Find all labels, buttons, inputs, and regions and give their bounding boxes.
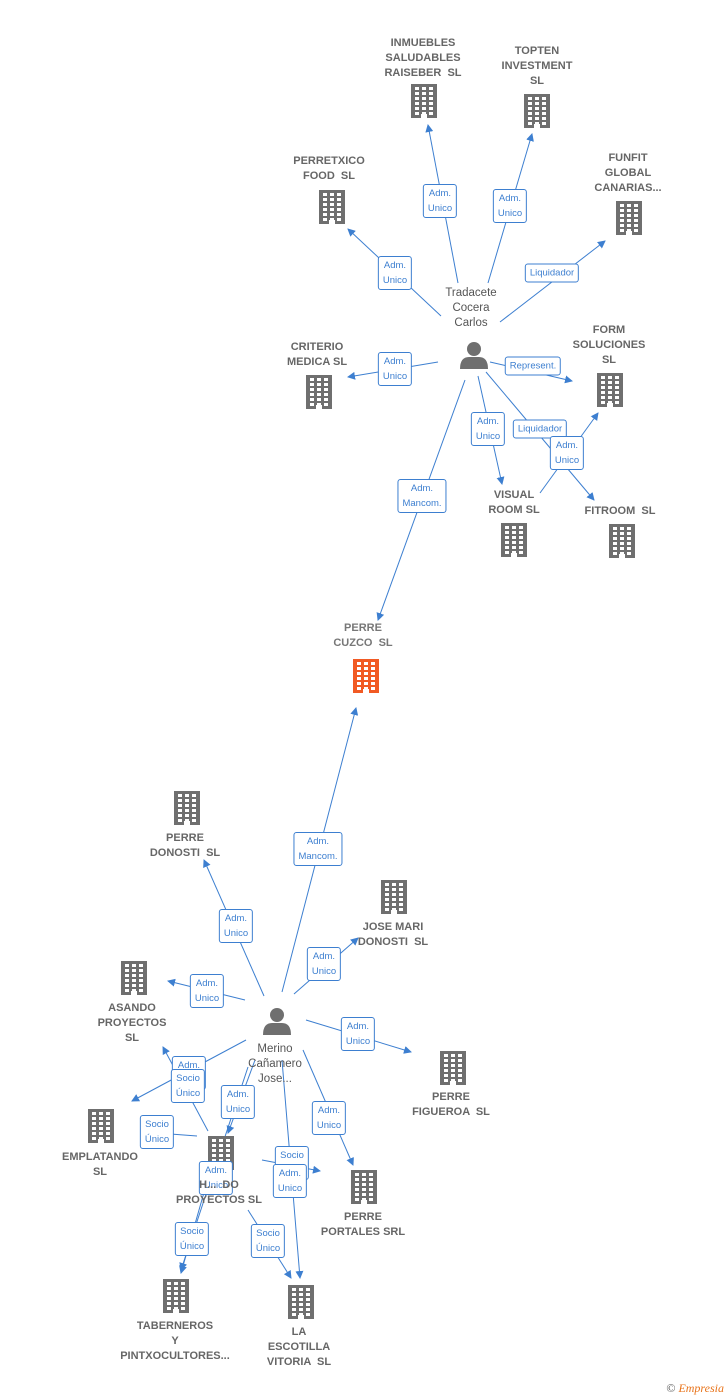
company-label-perre_donosti[interactable]: PERRE DONOSTI SL [149, 832, 221, 859]
person-icon[interactable] [460, 342, 488, 369]
person-label-tradacete[interactable]: Tradacete Cocera Carlos [445, 287, 497, 329]
building-icon[interactable] [381, 880, 407, 914]
edge-label-tradacete-funfit[interactable]: Liquidador [524, 263, 580, 283]
company-label-fitroom[interactable]: FITROOM SL [584, 505, 656, 517]
edge-label-merino-asando[interactable]: Adm. Unico [189, 974, 225, 1008]
company-label-funfit[interactable]: FUNFIT GLOBAL CANARIAS... [594, 152, 662, 194]
building-icon[interactable] [609, 524, 635, 558]
building-icon[interactable] [88, 1109, 114, 1143]
edge-label-tradacete-visual[interactable]: Adm. Unico [470, 412, 506, 446]
edge-label-hostelando-asando[interactable]: Socio Único [170, 1069, 206, 1103]
edge-label-merino-jose_mari[interactable]: Adm. Unico [306, 947, 342, 981]
edge-label-tradacete-criterio[interactable]: Adm. Unico [377, 352, 413, 386]
company-label-perretxico[interactable]: PERRETXICO FOOD SL [293, 155, 365, 182]
edge-label-tradacete-fitroom[interactable]: Liquidador [512, 419, 568, 439]
building-icon[interactable] [597, 373, 623, 407]
edge-label-visual-form[interactable]: Adm. Unico [549, 436, 585, 470]
edges-layer [131, 124, 606, 1279]
copyright-symbol: © [666, 1381, 676, 1395]
company-label-criterio[interactable]: CRITERIO MEDICA SL [286, 341, 348, 368]
building-icon[interactable] [306, 375, 332, 409]
edge-label-merino-taberneros[interactable]: Adm. Unico [198, 1161, 234, 1195]
company-label-taberneros[interactable]: TABERNEROS Y PINTXOCULTORES... [120, 1320, 230, 1362]
edge-label-merino-escotilla[interactable]: Adm. Unico [272, 1164, 308, 1198]
building-icon[interactable] [411, 84, 437, 118]
company-label-perre_figueroa[interactable]: PERRE FIGUEROA SL [412, 1091, 490, 1118]
edge-label-merino-perre_portales[interactable]: Adm. Unico [311, 1101, 347, 1135]
company-label-emplatando[interactable]: EMPLATANDO SL [62, 1151, 138, 1178]
edge-label-tradacete-form[interactable]: Represent. [504, 356, 562, 376]
building-icon[interactable] [616, 201, 642, 235]
brand-name: Empresia [678, 1381, 724, 1395]
company-label-jose_mari[interactable]: JOSE MARI DONOSTI SL [357, 921, 429, 948]
company-label-form[interactable]: FORM SOLUCIONES SL [572, 324, 646, 366]
edge-label-tradacete-perretxico[interactable]: Adm. Unico [377, 256, 413, 290]
edge-label-merino-perre_figueroa[interactable]: Adm. Unico [340, 1017, 376, 1051]
company-label-hostelando[interactable]: H... DO PROYECTOS SL [176, 1179, 262, 1206]
company-label-perre_cuzco[interactable]: PERRE CUZCO SL [333, 622, 393, 649]
building-icon[interactable] [524, 94, 550, 128]
company-label-topten[interactable]: TOPTEN INVESTMENT SL [501, 45, 573, 87]
edge-label-hostelando-taberneros[interactable]: Socio Único [174, 1222, 210, 1256]
company-label-perre_portales[interactable]: PERRE PORTALES SRL [320, 1211, 406, 1238]
person-label-merino[interactable]: Merino Cañamero Jose... [248, 1043, 302, 1085]
edge-label-merino-hostelando[interactable]: Adm. Unico [220, 1085, 256, 1119]
company-label-visual[interactable]: VISUAL ROOM SL [488, 489, 540, 516]
building-icon[interactable] [353, 659, 379, 693]
building-icon[interactable] [351, 1170, 377, 1204]
company-label-asando[interactable]: ASANDO PROYECTOS SL [97, 1002, 167, 1044]
building-icon[interactable] [319, 190, 345, 224]
edge-label-tradacete-inmuebles[interactable]: Adm. Unico [422, 184, 458, 218]
edge-label-hostelando-escotilla[interactable]: Socio Único [250, 1224, 286, 1258]
edge-label-merino-perre_donosti[interactable]: Adm. Unico [218, 909, 254, 943]
person-icon[interactable] [263, 1008, 291, 1035]
nodes-layer [88, 84, 642, 1319]
building-icon[interactable] [163, 1279, 189, 1313]
company-label-escotilla[interactable]: LA ESCOTILLA VITORIA SL [266, 1326, 332, 1368]
company-label-inmuebles[interactable]: INMUEBLES SALUDABLES RAISEBER SL [384, 37, 462, 79]
edge-label-hostelando-emplatando[interactable]: Socio Único [139, 1115, 175, 1149]
building-icon[interactable] [440, 1051, 466, 1085]
building-icon[interactable] [121, 961, 147, 995]
building-icon[interactable] [501, 523, 527, 557]
building-icon[interactable] [288, 1285, 314, 1319]
edge-label-tradacete-topten[interactable]: Adm. Unico [492, 189, 528, 223]
edge-label-merino-perre_cuzco[interactable]: Adm. Mancom. [293, 832, 343, 866]
watermark: © Empresia [666, 1381, 724, 1396]
building-icon[interactable] [174, 791, 200, 825]
edge-label-tradacete-perre_cuzco[interactable]: Adm. Mancom. [397, 479, 447, 513]
